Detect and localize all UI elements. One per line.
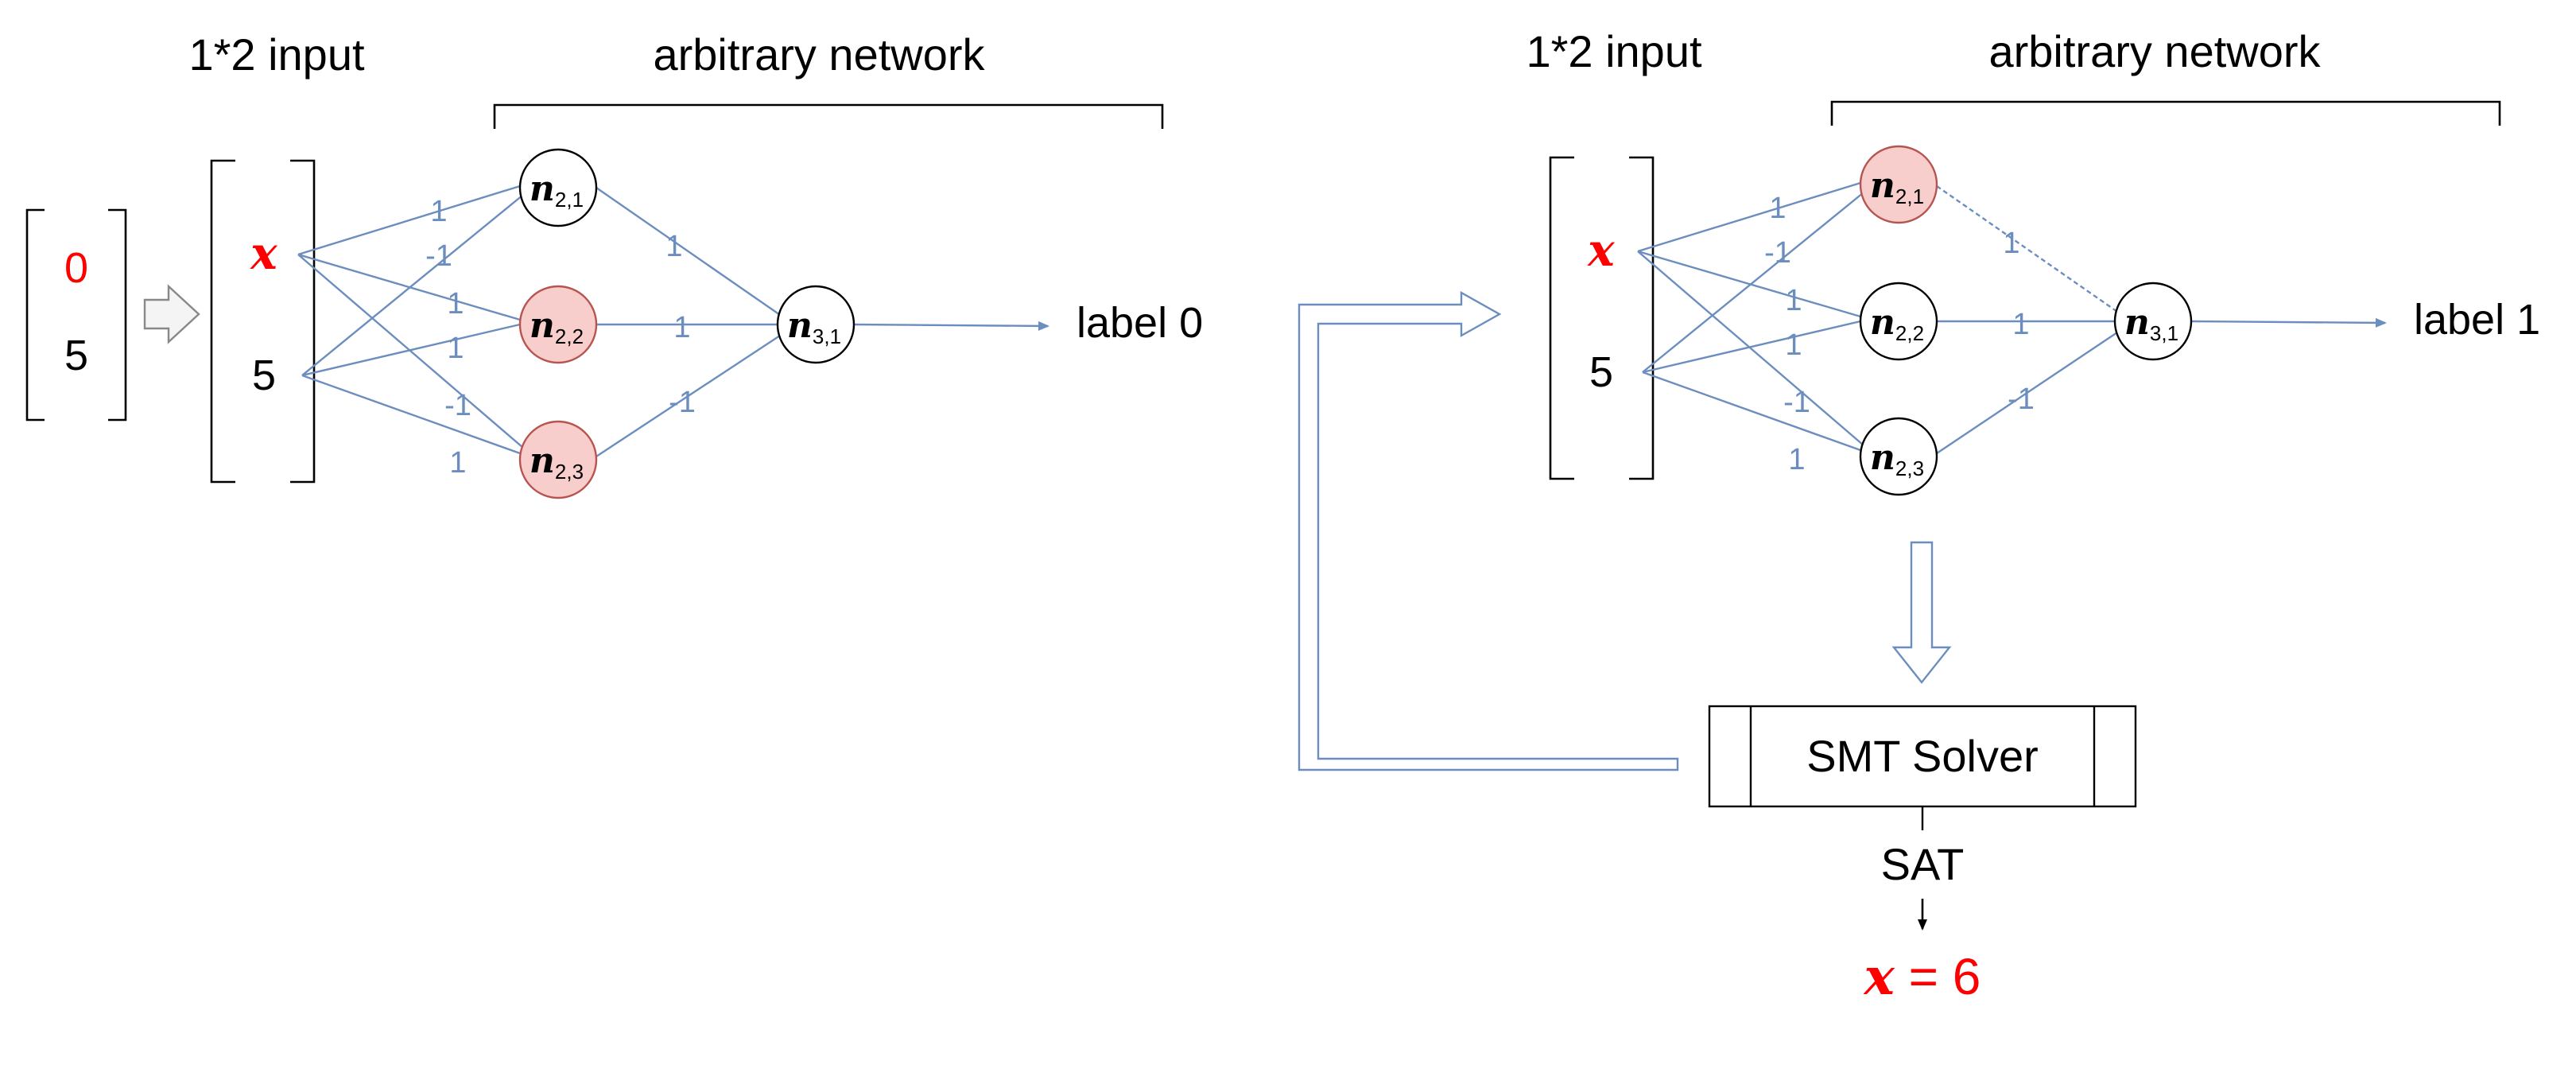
smt-solver-box: SMT Solver [1708, 705, 2137, 808]
left-node-n31: n3,1 [776, 285, 855, 364]
solution-var: x [1863, 947, 1895, 1007]
left-concrete-value-0: 0 [64, 244, 88, 292]
solver-label: SMT Solver [1806, 731, 2038, 781]
left-concrete-bracket-right [108, 208, 127, 422]
right-weight-5-n23: 1 [1788, 443, 1805, 476]
left-panel: 1*2 input arbitrary network 0 5 x 5 [25, 29, 1203, 499]
left-symbolic-bracket-left [210, 159, 235, 484]
right-weights: 1 -1 1 1 -1 1 1 1 -1 [1764, 192, 2035, 476]
right-edge-n23-n31 [1936, 330, 2120, 454]
left-concrete-input-vector: 0 5 [25, 208, 127, 422]
right-weight-n23-n31: -1 [2008, 383, 2035, 416]
left-input-x: x [250, 227, 277, 280]
left-weight-5-n21: -1 [425, 239, 452, 273]
right-edge-5-n23 [1642, 371, 1861, 452]
right-node-n23: n2,3 [1859, 417, 1938, 496]
left-edge-5-n23 [301, 374, 521, 455]
right-network-title: arbitrary network [1988, 26, 2321, 76]
right-input-x: x [1587, 224, 1615, 277]
right-input-title: 1*2 input [1526, 26, 1702, 76]
right-edges [1637, 181, 2387, 454]
left-node-n22: n2,2 [518, 285, 598, 364]
right-node-n23-label: n2,3 [1870, 437, 1924, 480]
left-network-title: arbitrary network [653, 29, 985, 80]
solution-value: = 6 [1895, 948, 1981, 1005]
right-node-n21-circle [1859, 145, 1938, 224]
left-input-5: 5 [252, 352, 276, 399]
left-output-arrow [852, 321, 1049, 331]
solution: x = 6 [1863, 947, 1981, 1007]
right-node-n23-circle [1859, 417, 1938, 496]
right-input-5: 5 [1589, 348, 1613, 396]
right-weight-x-n21: 1 [1769, 192, 1786, 225]
right-weight-5-n22: 1 [1785, 328, 1802, 362]
right-edge-x-n21 [1637, 181, 1861, 253]
left-output-label: label 0 [1077, 299, 1203, 347]
left-edge-5-n21 [301, 194, 524, 376]
right-node-n31: n3,1 [2113, 282, 2193, 361]
right-edge-5-n21 [1642, 192, 1864, 373]
left-node-n23-circle [518, 420, 598, 499]
left-edges [297, 185, 1049, 458]
right-symbolic-input-vector: x 5 [1549, 156, 1655, 480]
left-node-n21-circle [518, 148, 598, 227]
left-weight-x-n22: 1 [447, 287, 464, 321]
right-node-n22-label: n2,2 [1870, 302, 1924, 345]
left-weight-x-n21: 1 [430, 195, 447, 228]
left-edge-x-n23 [297, 254, 524, 449]
right-node-n22-circle [1859, 282, 1938, 361]
left-node-n23-label: n2,3 [530, 441, 584, 484]
right-edge-x-n23 [1637, 251, 1864, 446]
right-edge-n21-n31 [1936, 185, 2120, 314]
left-weight-5-n22: 1 [447, 332, 464, 365]
left-weight-x-n23: -1 [444, 389, 471, 422]
solver-input-arrow [1891, 541, 1952, 684]
solver-result: SAT [1881, 839, 1965, 889]
right-output-arrow [2189, 317, 2387, 328]
left-node-n21: n2,1 [518, 148, 598, 227]
left-concrete-bracket-left [25, 208, 45, 422]
left-node-n22-circle [518, 285, 598, 364]
right-weight-n21-n31: 1 [2003, 227, 2019, 260]
left-weight-n23-n31: -1 [669, 386, 696, 419]
right-node-n31-circle [2113, 282, 2193, 361]
left-node-n31-label: n3,1 [787, 305, 841, 348]
left-node-n22-label: n2,2 [530, 305, 584, 348]
left-node-n31-circle [776, 285, 855, 364]
right-node-n31-label: n3,1 [2124, 302, 2178, 345]
right-symbolic-bracket-left [1549, 156, 1574, 480]
right-symbolic-bracket-right [1629, 156, 1655, 480]
left-weight-n21-n31: 1 [665, 230, 682, 263]
left-node-n23: n2,3 [518, 420, 598, 499]
left-edge-n21-n31 [596, 187, 783, 317]
left-edge-x-n21 [297, 185, 521, 256]
left-node-n21-label: n2,1 [530, 169, 584, 212]
left-substitute-arrow [143, 284, 200, 344]
right-weight-x-n23: -1 [1783, 386, 1810, 419]
right-node-n21: n2,1 [1859, 145, 1938, 224]
right-network-bracket [1830, 100, 2501, 126]
left-concrete-value-1: 5 [64, 332, 88, 379]
left-symbolic-input-vector: x 5 [210, 159, 316, 484]
left-weight-5-n23: 1 [449, 446, 466, 480]
right-weight-n22-n31: 1 [2012, 308, 2029, 341]
left-input-title: 1*2 input [188, 29, 365, 80]
left-symbolic-bracket-right [290, 159, 316, 484]
feedback-arrow [1298, 290, 1679, 771]
left-network-bracket [493, 103, 1164, 129]
left-weights: 1 -1 1 1 -1 1 1 1 -1 [425, 195, 696, 480]
right-output-label: label 1 [2414, 296, 2540, 344]
left-edge-n23-n31 [596, 332, 783, 458]
right-panel: 1*2 input arbitrary network x 5 1 -1 [1526, 26, 2540, 1007]
feedback-hollow-arrow [1298, 290, 1679, 771]
right-node-n22: n2,2 [1859, 282, 1938, 361]
right-edge-5-n22 [1642, 320, 1861, 374]
right-edge-x-n22 [1637, 250, 1861, 318]
right-weight-x-n22: 1 [1785, 284, 1802, 317]
right-node-n21-label: n2,1 [1870, 165, 1924, 208]
right-weight-5-n21: -1 [1764, 236, 1791, 270]
left-weight-n22-n31: 1 [673, 311, 690, 344]
left-edge-5-n22 [301, 323, 521, 377]
